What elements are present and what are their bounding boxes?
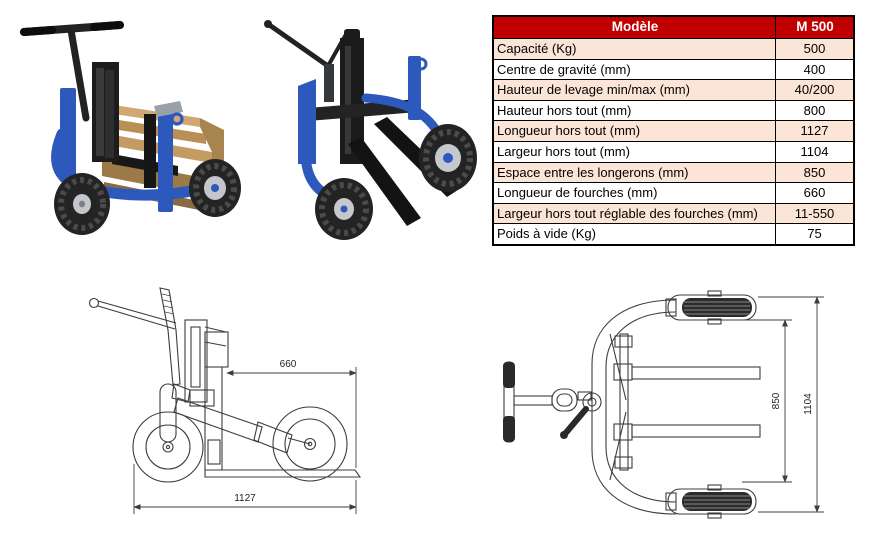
- dimension-label-1127: 1127: [234, 493, 256, 504]
- dimension-overall-length: 1127: [133, 464, 357, 514]
- spec-label: Hauteur hors tout (mm): [492, 99, 777, 122]
- right-wheel: [419, 124, 477, 192]
- left-wheel: [315, 178, 373, 240]
- right-wheel: [189, 159, 241, 217]
- mast: [92, 62, 119, 162]
- table-row: Espace entre les longerons (mm) 850: [492, 161, 855, 184]
- spec-label: Largeur hors tout réglable des fourches …: [492, 202, 777, 225]
- spec-label: Centre de gravité (mm): [492, 58, 777, 81]
- tiller-and-pump-handle: [88, 287, 191, 403]
- spec-value: 75: [775, 223, 855, 246]
- blue-frame: [298, 56, 448, 206]
- spec-value: 660: [775, 182, 855, 204]
- spec-value: 800: [775, 99, 855, 122]
- pallet-truck-with-pallet-illustration: [20, 21, 241, 235]
- spec-value: 1127: [775, 120, 855, 142]
- spec-value: 11-550: [775, 202, 855, 225]
- spec-table-header-row: Modèle M 500: [492, 15, 855, 39]
- spec-table: Modèle M 500 Capacité (Kg) 500 Centre de…: [492, 15, 855, 246]
- c-frame: [591, 299, 677, 515]
- photo-pallet-truck-with-pallet: [8, 6, 245, 254]
- table-row: Centre de gravité (mm) 400: [492, 58, 855, 81]
- table-row: Capacité (Kg) 500: [492, 38, 855, 60]
- spec-table-model-value: M 500: [775, 15, 855, 39]
- top-wheel: [665, 290, 757, 325]
- upper-fork: [631, 366, 761, 380]
- fork-upright: [144, 114, 156, 188]
- technical-drawing-side-view: 660 1127: [30, 272, 390, 542]
- table-row: Hauteur hors tout (mm) 800: [492, 99, 855, 122]
- table-row: Longueur hors tout (mm) 1127: [492, 120, 855, 142]
- top-view-line-art: 850 1104: [503, 290, 824, 519]
- spec-label: Capacité (Kg): [492, 38, 777, 60]
- table-row: Poids à vide (Kg) 75: [492, 223, 855, 246]
- spec-label: Largeur hors tout (mm): [492, 140, 777, 163]
- pump-mechanism: [560, 391, 602, 439]
- spec-value: 500: [775, 38, 855, 60]
- table-row: Hauteur de levage min/max (mm) 40/200: [492, 79, 855, 101]
- spec-value: 1104: [775, 140, 855, 163]
- left-wheel: [132, 383, 204, 483]
- spec-label: Longueur hors tout (mm): [492, 120, 777, 142]
- table-row: Longueur de fourches (mm) 660: [492, 182, 855, 204]
- table-row: Largeur hors tout réglable des fourches …: [492, 202, 855, 225]
- lower-fork: [631, 424, 761, 438]
- photo-pallet-truck-forks-view: [248, 2, 485, 252]
- spec-label: Espace entre les longerons (mm): [492, 161, 777, 184]
- spec-label: Poids à vide (Kg): [492, 223, 777, 246]
- dimension-fork-length: 660: [226, 359, 357, 468]
- mast: [340, 29, 364, 164]
- spec-value: 850: [775, 161, 855, 184]
- table-row: Largeur hors tout (mm) 1104: [492, 140, 855, 163]
- bottom-wheel: [665, 484, 757, 519]
- spec-value: 40/200: [775, 79, 855, 101]
- left-wheel: [54, 173, 110, 235]
- side-view-line-art: 660 1127: [88, 287, 362, 514]
- spec-table-model-header: Modèle: [492, 15, 777, 39]
- backrest-and-skid: [204, 332, 362, 478]
- arm-and-right-wheel: [173, 397, 348, 482]
- spec-label: Longueur de fourches (mm): [492, 182, 777, 204]
- pallet-truck-forks-illustration: [264, 20, 477, 240]
- spec-value: 400: [775, 58, 855, 81]
- dimension-label-850: 850: [771, 392, 782, 409]
- dimension-label-660: 660: [280, 359, 297, 370]
- t-handle: [20, 21, 124, 122]
- spec-label: Hauteur de levage min/max (mm): [492, 79, 777, 101]
- dimension-inner-width: 850: [742, 319, 792, 483]
- carriage-and-forks: [613, 333, 761, 471]
- technical-drawing-top-view: 850 1104: [480, 272, 840, 542]
- dimension-label-1104: 1104: [803, 393, 814, 415]
- dimension-overall-width: 1104: [758, 296, 824, 513]
- t-handle: [503, 361, 578, 443]
